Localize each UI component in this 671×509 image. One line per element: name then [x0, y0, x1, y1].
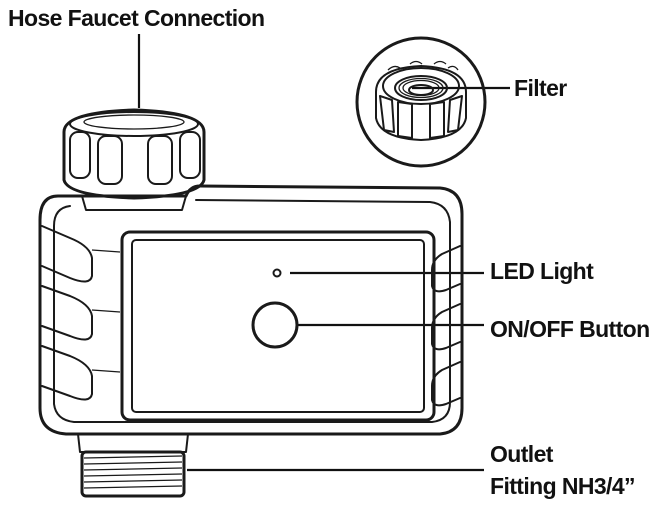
timer-shell-bevel	[53, 199, 451, 423]
front-panel	[120, 230, 436, 422]
label-filter: Filter	[514, 75, 567, 101]
coupling-neck	[81, 195, 187, 211]
outlet-collar	[77, 433, 189, 453]
left-grip-edges	[91, 249, 121, 373]
outlet-fitting	[77, 433, 189, 498]
label-on-off-button: ON/OFF Button	[490, 316, 650, 342]
outlet-threads	[83, 455, 183, 489]
filter-grip-rib	[397, 101, 413, 139]
filter-thread-ring	[398, 77, 444, 99]
filter-detail-circle	[355, 36, 487, 168]
left-grip-ridge	[41, 225, 93, 283]
left-grip-ridge	[41, 285, 93, 341]
label-led-light: LED Light	[490, 258, 594, 284]
filter-cap-body	[375, 65, 467, 141]
led-light-indicator	[272, 268, 282, 278]
filter-thread-outer	[394, 75, 448, 101]
right-grip-ridge	[431, 361, 461, 407]
left-grip-ridge	[41, 345, 93, 401]
outlet-thread-body	[80, 450, 186, 498]
right-grip-ridge	[431, 303, 461, 351]
filter-mesh-opening	[408, 84, 434, 96]
filter-cap-top	[382, 67, 460, 105]
label-outlet-line1: Outlet	[490, 441, 554, 467]
timer-shell	[38, 184, 464, 436]
label-hose-faucet-connection: Hose Faucet Connection	[8, 5, 264, 31]
front-panel-inner	[131, 239, 425, 413]
right-grip-ridge	[431, 245, 461, 293]
filter-grip-rib	[379, 95, 395, 133]
filter-grip-rib	[447, 95, 463, 133]
coupling-nut-inner	[83, 114, 185, 130]
filter-grip-rib	[429, 101, 445, 139]
coupling-grip-rib	[179, 131, 201, 179]
coupling-grip-rib	[97, 135, 123, 185]
on-off-button[interactable]	[251, 301, 299, 349]
label-outlet-line2: Fitting NH3/4”	[490, 473, 635, 499]
coupling-nut-top	[69, 111, 199, 137]
coupling-grip-rib	[147, 135, 173, 185]
filter-detail	[355, 36, 487, 168]
timer-body	[38, 184, 464, 436]
coupling-grip-rib	[69, 131, 91, 179]
filter-cap-bumps	[387, 60, 459, 71]
